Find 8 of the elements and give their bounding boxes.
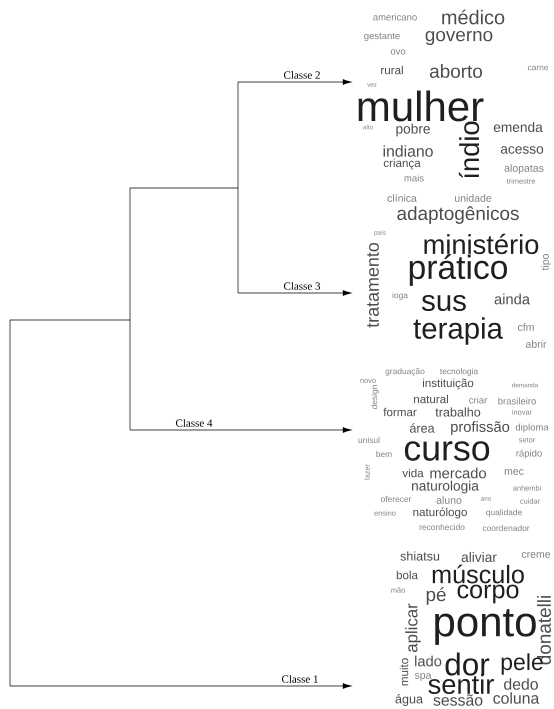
edge-label: Classe 1 <box>282 675 318 683</box>
arrow <box>130 427 352 433</box>
arrow <box>238 290 352 296</box>
edge-label: Classe 2 <box>284 71 320 79</box>
edge-label: Classe 3 <box>284 282 320 290</box>
arrow <box>238 79 352 85</box>
arrow <box>10 683 352 689</box>
edge-label: Classe 4 <box>176 419 212 427</box>
